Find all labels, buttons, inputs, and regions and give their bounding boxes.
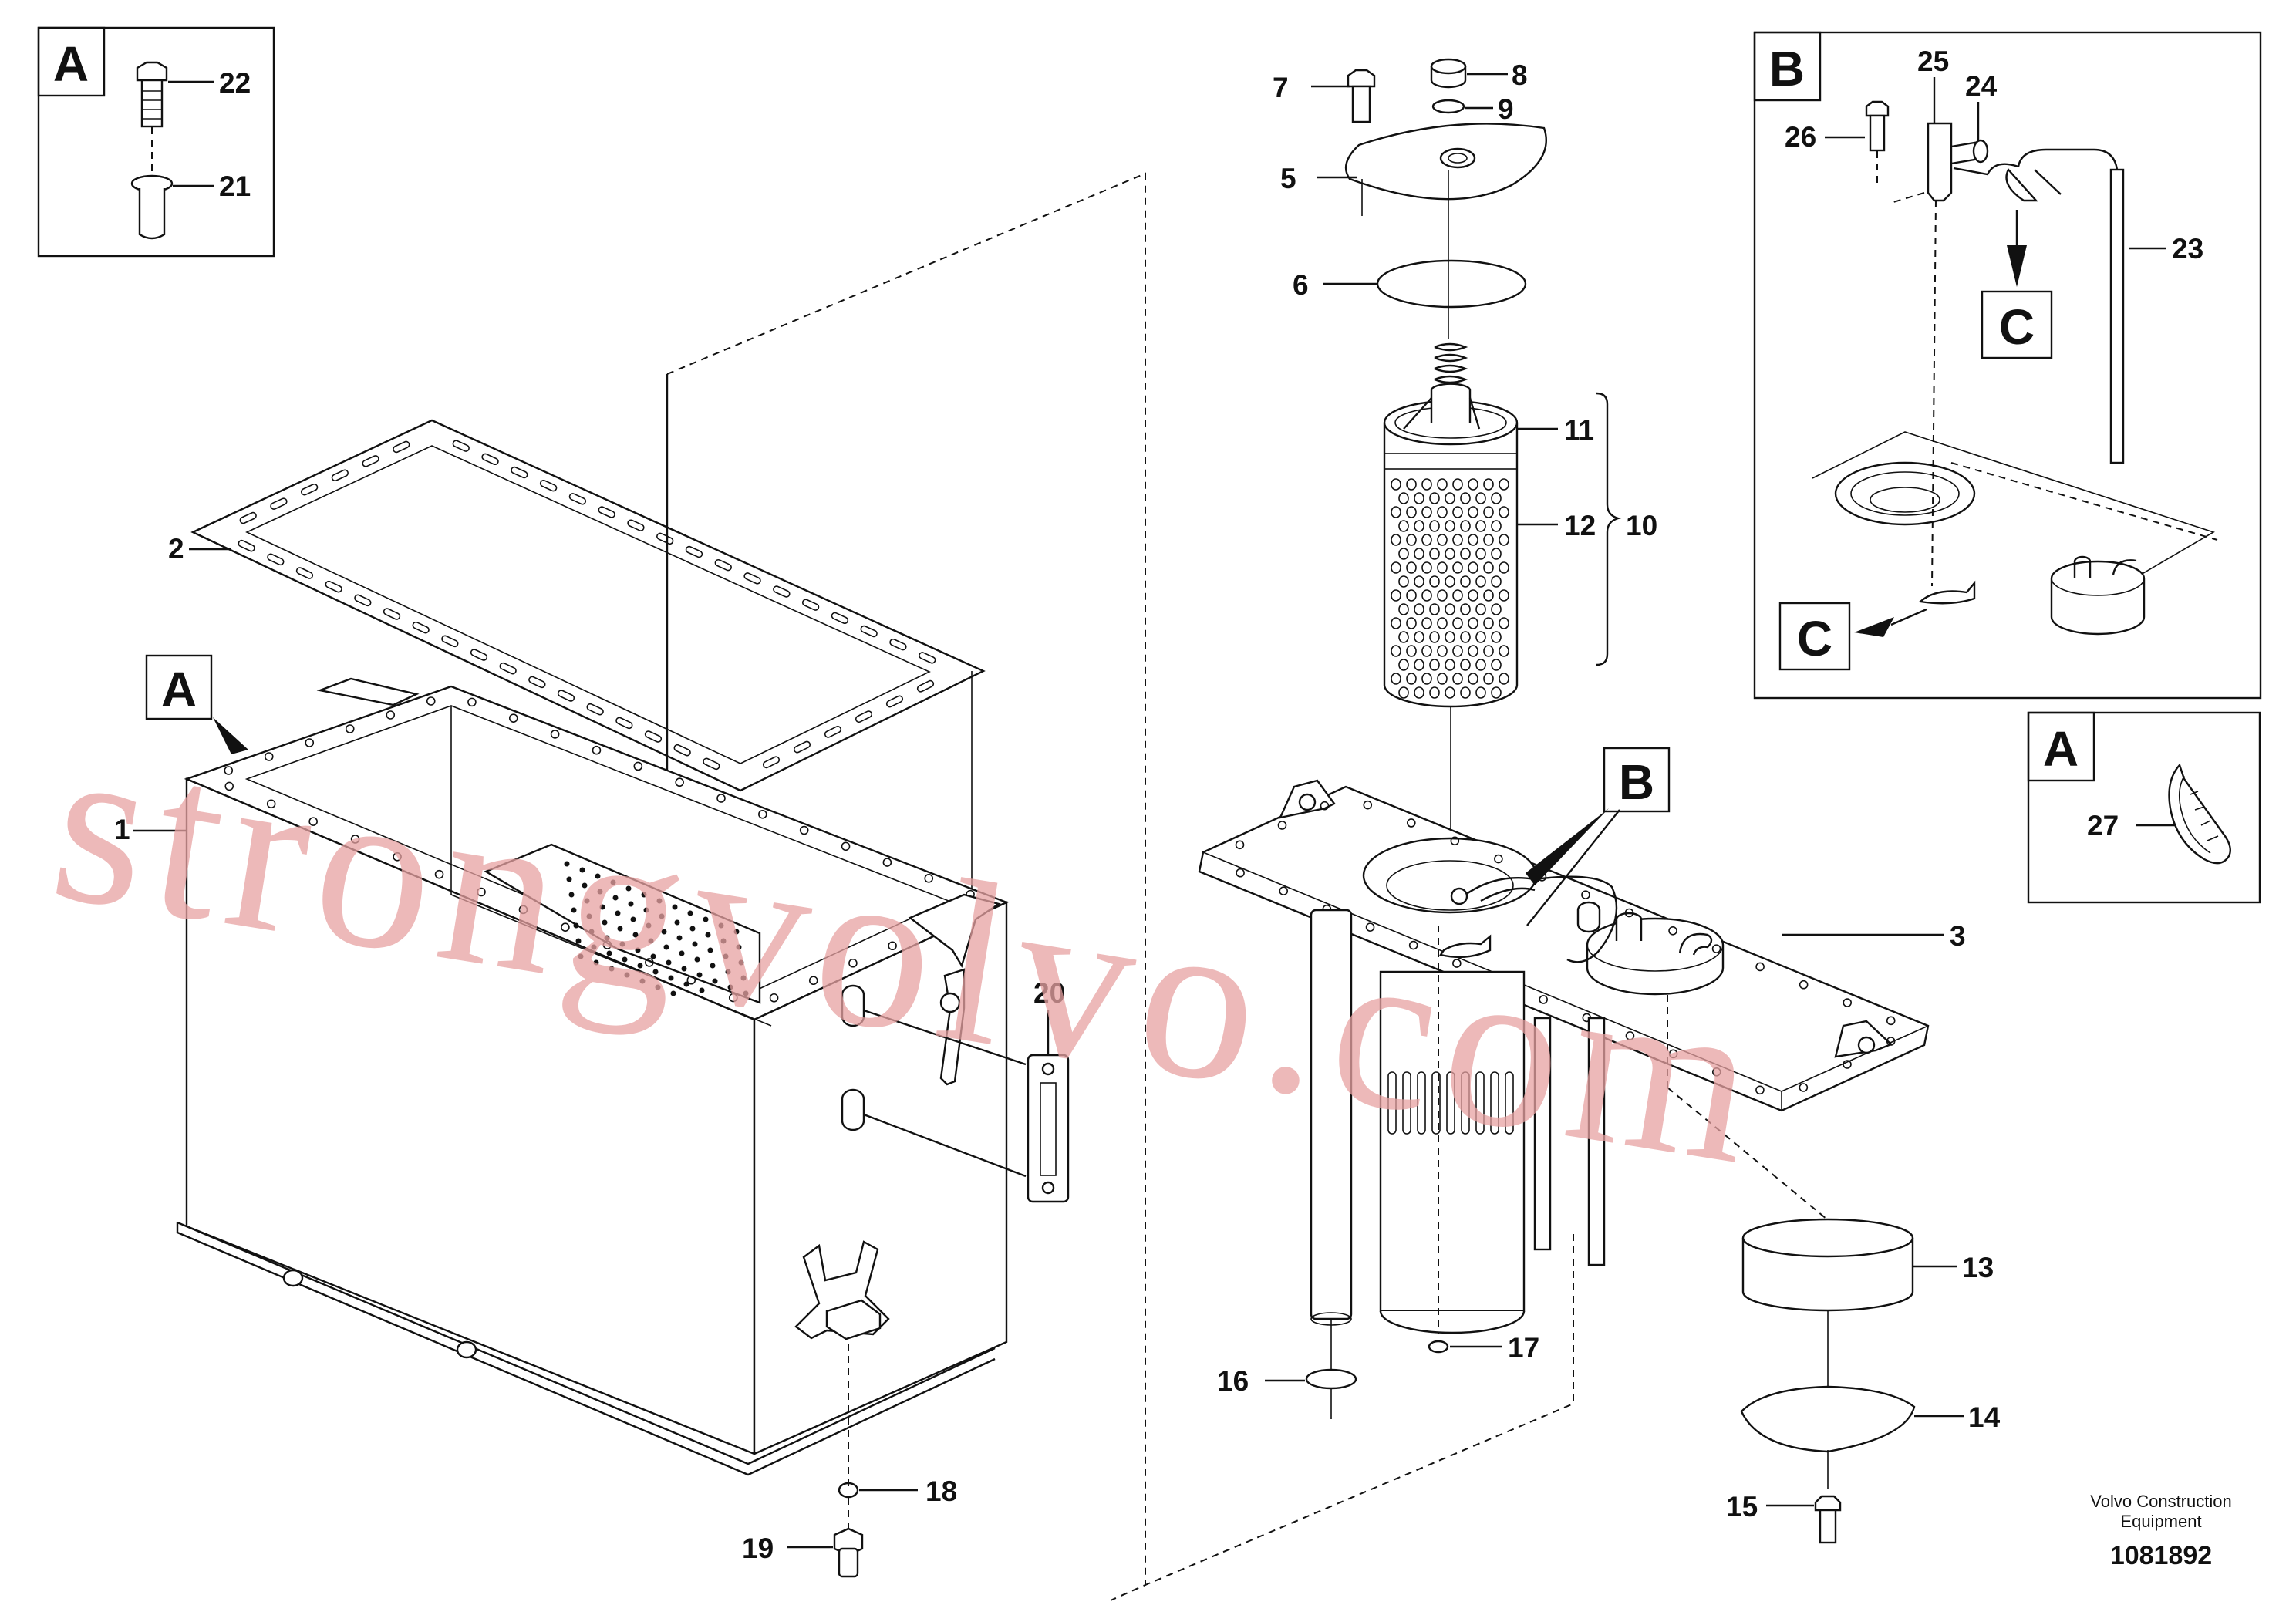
- callout-2: 2: [168, 533, 184, 565]
- gasket-2-drawing: [190, 419, 986, 792]
- filter-holes: [1391, 478, 1509, 699]
- detail-b-ref-c-lower: C: [1797, 611, 1832, 666]
- callout-26: 26: [1785, 121, 1816, 153]
- callout-10: 10: [1626, 510, 1657, 541]
- figure-number: 1081892: [2110, 1541, 2212, 1570]
- detail-b-letter: B: [1769, 41, 1805, 96]
- detail-a-top-letter: A: [53, 36, 89, 92]
- callout-20: 20: [1033, 977, 1065, 1009]
- maker-line-1: Volvo Construction: [2090, 1492, 2231, 1511]
- callout-16: 16: [1217, 1365, 1249, 1397]
- callout-5: 5: [1280, 163, 1296, 194]
- bolt-15-drawing: [1814, 1495, 1842, 1544]
- bolt-22-drawing: [136, 61, 168, 128]
- callout-25: 25: [1917, 46, 1949, 77]
- sight-glass-20-drawing: [1027, 1054, 1070, 1203]
- callout-11: 11: [1564, 414, 1594, 446]
- tank-ref-a: A: [161, 662, 197, 717]
- callout-8: 8: [1512, 59, 1528, 91]
- plate-14-drawing: [1740, 1385, 1916, 1453]
- detail-a-right-letter: A: [2043, 721, 2079, 777]
- callout-23: 23: [2172, 233, 2203, 265]
- rim-holes: [224, 696, 976, 1003]
- callout-13: 13: [1962, 1252, 1994, 1283]
- detail-b-panel: B 25 24 26 23: [1753, 31, 2262, 700]
- drain-plug-19-drawing: [833, 1527, 864, 1578]
- callout-21: 21: [219, 170, 251, 202]
- callout-1: 1: [114, 814, 130, 845]
- callout-6: 6: [1293, 269, 1309, 301]
- rivet-nut-21-drawing: [130, 174, 174, 240]
- tank-cover-3-drawing: [1198, 779, 1930, 1334]
- filter-element-10-drawing: [1383, 383, 1519, 708]
- cover-ref-b: B: [1619, 754, 1654, 810]
- cover-holes: [1235, 800, 1896, 1095]
- callout-12: 12: [1564, 510, 1596, 541]
- callout-15: 15: [1726, 1491, 1758, 1523]
- maker-line-2: Equipment: [2120, 1512, 2201, 1531]
- cable-tie-27-drawing: [2168, 763, 2231, 865]
- callout-18: 18: [925, 1475, 957, 1507]
- hydraulic-tank-1-drawing: [176, 677, 1027, 1489]
- callout-19: 19: [742, 1533, 774, 1564]
- detail-b-ref-c-upper: C: [1999, 299, 2035, 355]
- callout-17: 17: [1508, 1332, 1539, 1364]
- gasket-slots: [238, 440, 936, 771]
- callout-7: 7: [1273, 72, 1289, 103]
- callout-24: 24: [1965, 70, 1998, 102]
- screen-slots: [1387, 1071, 1514, 1135]
- callout-9: 9: [1498, 93, 1514, 125]
- callout-3: 3: [1950, 920, 1966, 952]
- callout-14: 14: [1968, 1401, 2001, 1433]
- strainer-13-drawing: [1741, 1218, 1914, 1312]
- callout-22: 22: [219, 67, 251, 99]
- callout-27: 27: [2087, 810, 2119, 841]
- detail-a-right-panel: A 27: [2027, 711, 2261, 904]
- baffle-holes: [564, 861, 749, 996]
- detail-a-top-panel: A 22 21: [37, 26, 275, 258]
